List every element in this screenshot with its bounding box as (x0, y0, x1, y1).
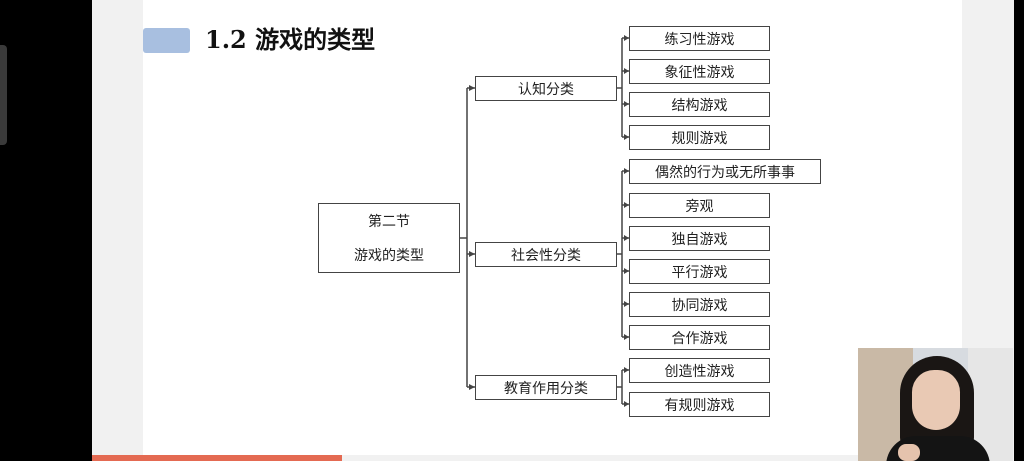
presenter-webcam[interactable] (858, 348, 1013, 461)
leaf-node: 有规则游戏 (629, 392, 770, 417)
presenter-face (912, 370, 960, 430)
root-line-2: 游戏的类型 (354, 248, 424, 264)
leaf-node: 规则游戏 (629, 125, 770, 150)
category-educational: 教育作用分类 (475, 375, 617, 400)
leaf-node: 独自游戏 (629, 226, 770, 251)
side-panel-handle[interactable] (0, 45, 7, 145)
leaf-node: 旁观 (629, 193, 770, 218)
leaf-node: 结构游戏 (629, 92, 770, 117)
leaf-node: 合作游戏 (629, 325, 770, 350)
slide-title: 1.2 游戏的类型 (205, 25, 376, 54)
leaf-node: 象征性游戏 (629, 59, 770, 84)
category-social: 社会性分类 (475, 242, 617, 267)
left-gutter (0, 0, 92, 461)
right-gutter (1014, 0, 1024, 461)
leaf-node: 创造性游戏 (629, 358, 770, 383)
leaf-node: 平行游戏 (629, 259, 770, 284)
leaf-node: 协同游戏 (629, 292, 770, 317)
presenter-hand (898, 444, 920, 461)
root-node: 第二节 游戏的类型 (318, 203, 460, 273)
playback-progress-bar[interactable] (92, 455, 342, 461)
root-line-1: 第二节 (368, 214, 410, 230)
leaf-node: 练习性游戏 (629, 26, 770, 51)
leaf-node: 偶然的行为或无所事事 (629, 159, 821, 184)
category-cognitive: 认知分类 (475, 76, 617, 101)
title-accent-bar (143, 28, 190, 53)
